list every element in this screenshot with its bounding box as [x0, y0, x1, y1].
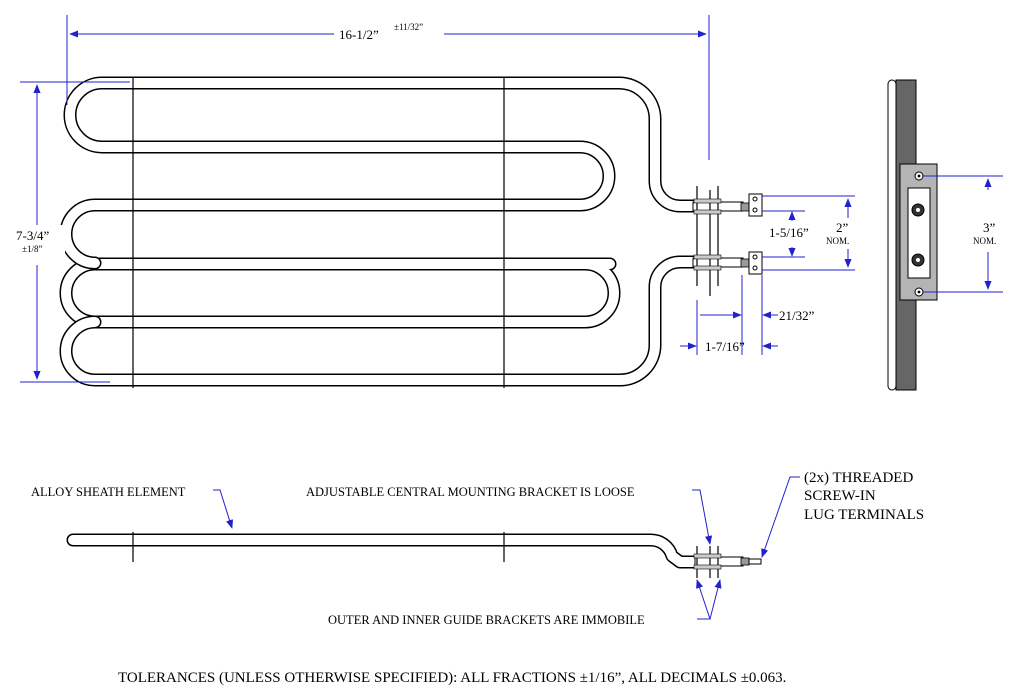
callout-guide-brackets: OUTER AND INNER GUIDE BRACKETS ARE IMMOB… — [328, 579, 722, 627]
dimension-terminal-spacing: 1-5/16” — [762, 210, 809, 258]
nominal-spacing-label: 2” — [836, 220, 849, 235]
callout-terminals-line1: (2x) THREADED — [804, 470, 913, 486]
callout-terminals-line3: LUG TERMINALS — [804, 507, 924, 523]
callout-sheath-label: ALLOY SHEATH ELEMENT — [31, 485, 186, 499]
dimension-bracket-length: 1-7/16” — [680, 300, 778, 355]
lug-offset-label: 21/32” — [779, 308, 815, 323]
overall-length-tolerance: ±11/32” — [394, 22, 423, 32]
overall-length-label: 16-1/2” — [339, 27, 379, 42]
dimension-nominal-spacing: 2” NOM. — [762, 195, 855, 271]
mounting-bracket-side-view — [887, 79, 938, 391]
callout-sheath: ALLOY SHEATH ELEMENT — [31, 485, 233, 529]
nominal-spacing-nom: NOM. — [826, 236, 849, 246]
bracket-hole-spacing-label: 3” — [983, 220, 996, 235]
terminal-spacing-label: 1-5/16” — [769, 225, 809, 240]
callout-terminals-line2: SCREW-IN — [804, 488, 876, 504]
lug-terminal-bottom — [740, 251, 763, 275]
lug-terminal-top — [740, 193, 763, 217]
callout-mounting-bracket: ADJUSTABLE CENTRAL MOUNTING BRACKET IS L… — [306, 485, 713, 545]
element-top-view — [59, 76, 763, 388]
dimension-overall-height: 7-3/4” ±1/8” — [15, 81, 130, 383]
callout-mounting-bracket-label: ADJUSTABLE CENTRAL MOUNTING BRACKET IS L… — [306, 485, 635, 499]
tolerances-note: TOLERANCES (UNLESS OTHERWISE SPECIFIED):… — [118, 670, 786, 686]
overall-height-tolerance: ±1/8” — [22, 244, 42, 254]
callout-guide-brackets-label: OUTER AND INNER GUIDE BRACKETS ARE IMMOB… — [328, 613, 645, 627]
bracket-length-label: 1-7/16” — [705, 339, 745, 354]
overall-height-label: 7-3/4” — [16, 228, 49, 243]
callout-terminals: (2x) THREADED SCREW-IN LUG TERMINALS — [761, 470, 924, 558]
bracket-hole-spacing-nom: NOM. — [973, 236, 996, 246]
dimension-bracket-hole-spacing: 3” NOM. — [923, 175, 1003, 293]
dimension-lug-offset: 21/32” — [700, 275, 815, 355]
dimension-overall-length: 16-1/2” ±11/32” — [66, 15, 710, 160]
element-profile-view — [66, 532, 762, 578]
